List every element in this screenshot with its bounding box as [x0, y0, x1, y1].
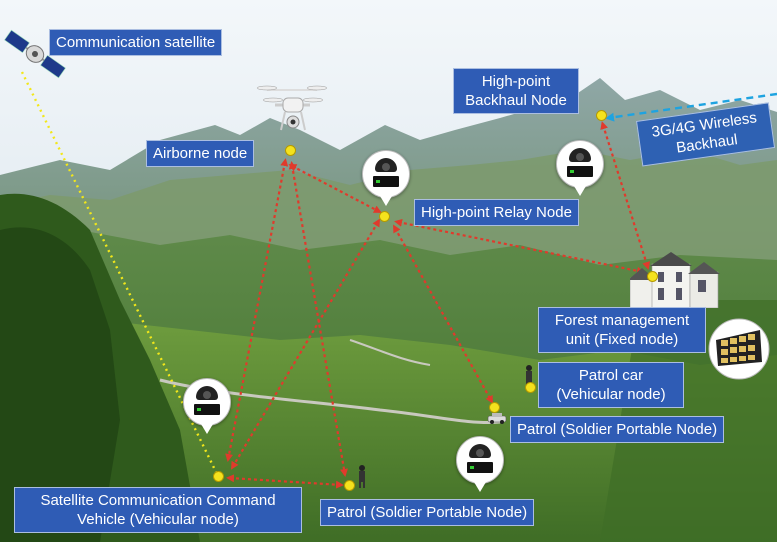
- monitor-wall-icon: [708, 318, 770, 380]
- building-icon: [630, 252, 720, 308]
- label-patrol-right: Patrol (Soldier Portable Node): [510, 416, 725, 443]
- node-patrol-right: [489, 402, 500, 413]
- relay-camera-radio-icon: [362, 150, 410, 206]
- node-vehicle: [213, 471, 224, 482]
- node-patrol-bottom: [344, 480, 355, 491]
- drone-icon: [256, 85, 328, 131]
- person-icon: [359, 465, 365, 488]
- node-backhaul: [596, 110, 607, 121]
- label-satellite: Communication satellite: [49, 29, 223, 56]
- label-high-point-backhaul: High-point Backhaul Node: [453, 68, 579, 114]
- label-patrol-bottom: Patrol (Soldier Portable Node): [320, 499, 535, 526]
- patrol-camera-radio-icon: [456, 436, 504, 492]
- label-forest-unit: Forest management unit (Fixed node): [538, 307, 706, 353]
- node-relay: [379, 211, 390, 222]
- satellite-icon: [4, 29, 66, 79]
- node-forest: [647, 271, 658, 282]
- backhaul-camera-radio-icon: [556, 140, 604, 196]
- node-airborne: [285, 145, 296, 156]
- car-icon: [487, 413, 507, 424]
- label-relay: High-point Relay Node: [414, 199, 579, 226]
- label-airborne: Airborne node: [146, 140, 255, 167]
- node-patrol-car: [525, 382, 536, 393]
- label-command-vehicle: Satellite Communication Command Vehicle …: [14, 487, 302, 533]
- label-patrol-car: Patrol car (Vehicular node): [538, 362, 684, 408]
- vehicle-camera-radio-icon: [183, 378, 231, 434]
